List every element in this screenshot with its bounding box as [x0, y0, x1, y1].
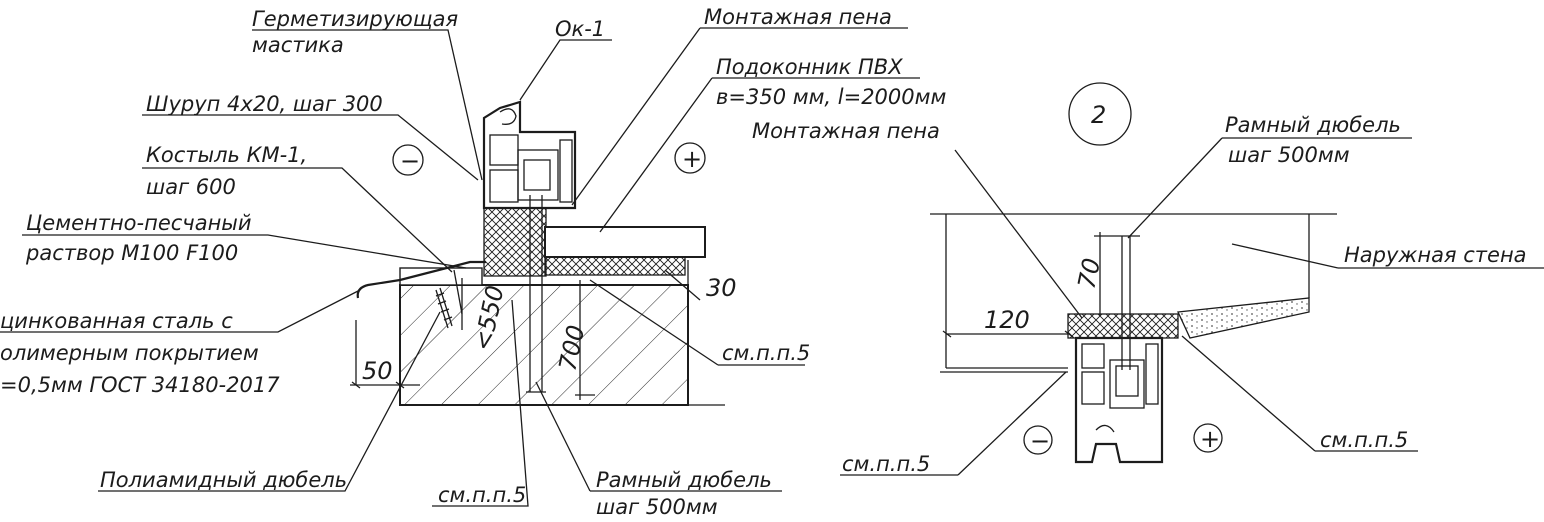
foam-under-sill [544, 256, 686, 276]
section-number: 2 [1091, 101, 1106, 129]
label-polyamide: Полиамидный дюбель [100, 468, 347, 492]
label-frame-dowel-r-2: шаг 500мм [1228, 143, 1350, 167]
wall-outline [930, 213, 1337, 373]
label-frame-dowel-r-1: Рамный дюбель [1225, 113, 1401, 137]
dimensions-right [942, 232, 1140, 338]
label-mortar-2: раствор М100 F100 [25, 241, 238, 265]
leader-lines-right [840, 137, 1544, 476]
plus-sign-right-text: + [1200, 425, 1220, 453]
foam-band [1067, 313, 1179, 339]
dim-70: 70 [1072, 256, 1106, 292]
steel-flashing [356, 260, 486, 299]
dimensions-left [350, 260, 701, 400]
minus-sign-left [392, 144, 424, 176]
window-frame [482, 100, 577, 210]
foam-column [483, 207, 547, 277]
pvc-sill [544, 226, 706, 258]
label-screw: Шуруп 4х20, шаг 300 [146, 92, 383, 116]
label-sill-2: в=350 мм, l=2000мм [716, 85, 946, 109]
minus-sign-left-text: − [400, 147, 420, 175]
plaster-slope [1177, 297, 1310, 339]
label-ref-r-right: см.п.п.5 [1320, 428, 1408, 452]
label-foam-r: Монтажная пена [752, 119, 940, 143]
label-wall: Наружная стена [1344, 243, 1527, 267]
minus-sign-right [1023, 425, 1053, 455]
label-mortar-1: Цементно-песчаный [26, 211, 252, 235]
crutch [453, 269, 463, 315]
label-window: Ок-1 [555, 17, 605, 41]
label-frame-dowel-1: Рамный дюбель [596, 468, 772, 492]
section-circle [1068, 82, 1132, 146]
left-detail: Герметизирующая мастика Ок-1 Монтажная п… [0, 5, 946, 519]
label-frame-dowel-2: шаг 500мм [596, 495, 718, 519]
dim-120: 120 [984, 306, 1030, 334]
right-detail: 2 [752, 82, 1544, 476]
polyamide-dowel [435, 287, 453, 329]
label-ref-right: см.п.п.5 [722, 341, 810, 365]
plus-sign-left [674, 142, 706, 174]
wall-masonry [399, 284, 689, 406]
minus-sign-right-text: − [1030, 427, 1050, 455]
label-steel-2: олимерным покрытием [0, 341, 259, 365]
label-crutch-2: шаг 600 [146, 175, 236, 199]
label-ref-bottom: см.п.п.5 [438, 483, 526, 507]
label-ref-r-left: см.п.п.5 [842, 452, 930, 476]
frame-dowel-right [1121, 236, 1131, 370]
window-frame-right [1074, 336, 1164, 464]
frame-dowel [526, 195, 546, 393]
label-steel-3: =0,5мм ГОСТ 34180-2017 [0, 373, 280, 397]
plus-sign-left-text: + [682, 145, 702, 173]
label-sill-1: Подоконник ПВХ [716, 55, 903, 79]
label-sealant-2: мастика [252, 33, 344, 57]
leader-lines [0, 27, 920, 507]
label-crutch-1: Костыль КМ-1, [146, 143, 307, 167]
plus-sign-right [1193, 423, 1223, 453]
label-steel-1: цинкованная сталь с [0, 309, 233, 333]
label-sealant-1: Герметизирующая [252, 7, 458, 31]
dim-30: 30 [706, 274, 737, 302]
label-foam-top: Монтажная пена [704, 5, 892, 29]
dim-50: 50 [362, 357, 393, 385]
